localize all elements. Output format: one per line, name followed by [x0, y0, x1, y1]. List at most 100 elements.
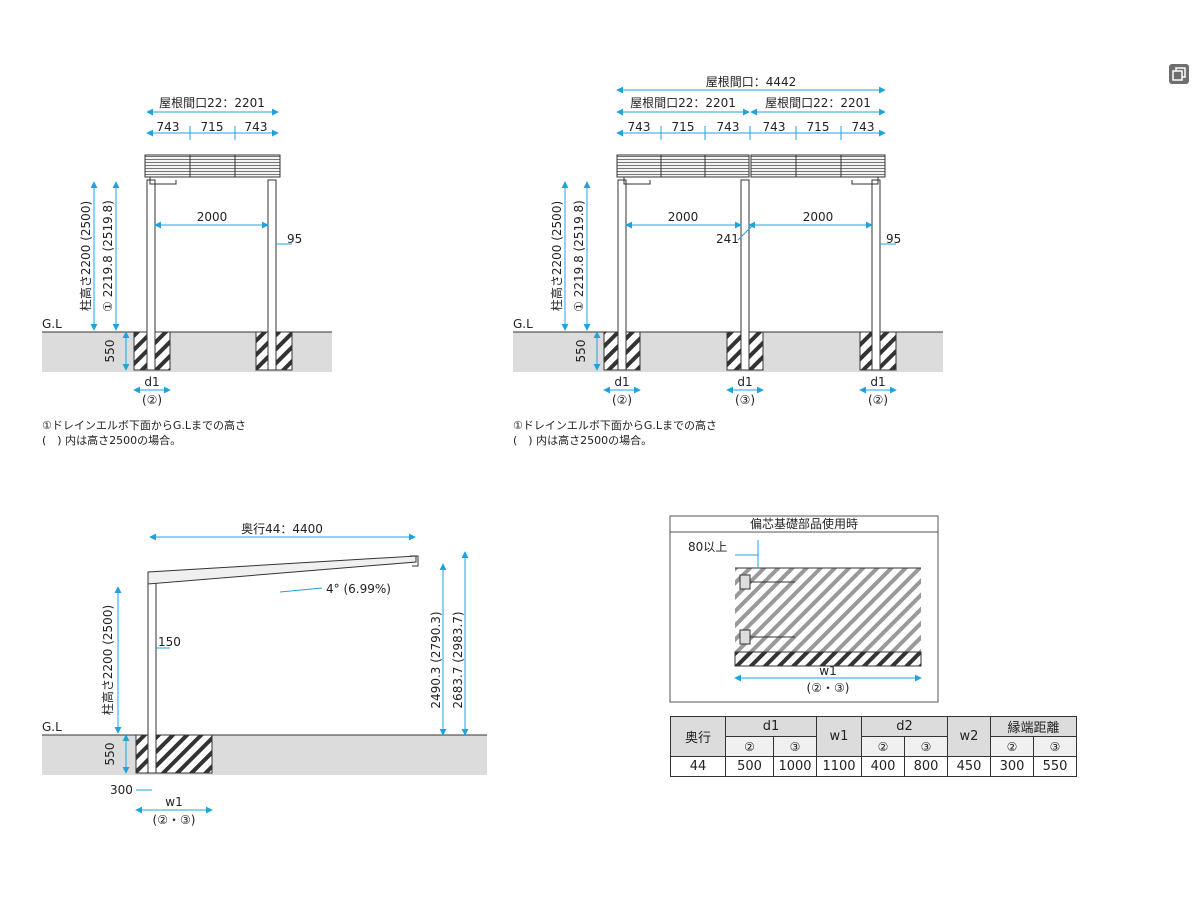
front-view-single: 屋根間口22：2201 743 715 743 2000 95 柱高さ2200 …: [42, 96, 332, 407]
dim-95-label: 95: [886, 232, 901, 246]
th-w2: w2: [947, 716, 991, 757]
table-row: 44 500 1000 1100 400 800 450 300 550: [670, 756, 1077, 777]
depth-550-label: 550: [574, 340, 588, 363]
th-depth: 奥行: [670, 716, 726, 757]
roof-width-label: 屋根間口22：2201: [630, 96, 736, 110]
cell: 1100: [816, 756, 862, 777]
roof-width-label: 屋根間口22：2201: [765, 96, 871, 110]
gl-label: G.L: [42, 720, 62, 734]
offset-foundation-inset: 偏芯基礎部品使用時 80以上 w1 (②・③): [669, 515, 939, 703]
roof-width-total-label: 屋根間口：4442: [706, 75, 797, 89]
post: [871, 179, 881, 371]
drain-height-label: ① 2219.8 (2519.8): [101, 200, 115, 312]
foundation-type-label: (②): [612, 393, 632, 407]
th-d2: d2: [861, 716, 948, 737]
gutter: [149, 177, 177, 185]
ground: [42, 735, 487, 775]
cell: 1000: [773, 756, 817, 777]
gutter: [410, 555, 419, 567]
cell: 450: [947, 756, 991, 777]
dim-150-label: 150: [158, 635, 181, 649]
foundation-type-label: (②・③): [153, 813, 196, 827]
inset-sub-label: (②・③): [807, 681, 850, 695]
seg-label: 715: [672, 120, 695, 134]
inset-title: 偏芯基礎部品使用時: [750, 516, 858, 531]
depth-550-label: 550: [103, 743, 117, 766]
bracket: [739, 629, 751, 645]
side-view: 奥行44：4400 4° (6.99%) 150 柱高さ2200 (2500) …: [42, 522, 487, 827]
dim-300-label: 300: [110, 783, 133, 797]
note-line: ①ドレインエルボ下面からG.Lまでの高さ: [42, 419, 247, 432]
post-height-label: 柱高さ2200 (2500): [100, 605, 115, 715]
d1-label: d1: [614, 375, 629, 389]
th-sub: ③: [904, 736, 948, 757]
above-80-label: 80以上: [688, 540, 727, 554]
note-right: ①ドレインエルボ下面からG.Lまでの高さ ( ) 内は高さ2500の場合。: [513, 418, 717, 448]
roof-width-label: 屋根間口22：2201: [159, 96, 265, 110]
post: [147, 576, 157, 774]
copy-icon[interactable]: [1169, 64, 1189, 84]
note-line: ①ドレインエルボ下面からG.Lまでの高さ: [513, 419, 718, 432]
dim-95-label: 95: [287, 232, 302, 246]
roof-side: [147, 555, 417, 585]
span-label: 2000: [803, 210, 834, 224]
th-sub: ②: [725, 736, 774, 757]
inset-w1-label: w1: [819, 664, 836, 678]
drain-height-label: ① 2219.8 (2519.8): [572, 200, 586, 312]
foundation: [135, 734, 213, 774]
th-sub: ②: [990, 736, 1034, 757]
th-w1: w1: [816, 716, 862, 757]
th-sub: ②: [861, 736, 905, 757]
th-sub: ③: [773, 736, 817, 757]
cell: 550: [1033, 756, 1077, 777]
seg-label: 715: [807, 120, 830, 134]
note-line: ( ) 内は高さ2500の場合。: [513, 434, 653, 447]
d1-label: d1: [144, 375, 159, 389]
foundation-type-label: (②): [868, 393, 888, 407]
post: [146, 179, 156, 371]
note-left: ①ドレインエルボ下面からG.Lまでの高さ ( ) 内は高さ2500の場合。: [42, 418, 246, 448]
seg-label: 743: [245, 120, 268, 134]
depth-550-label: 550: [103, 340, 117, 363]
post: [617, 179, 627, 371]
th-d1: d1: [725, 716, 817, 737]
span-label: 2000: [197, 210, 228, 224]
foundation-block: [735, 568, 921, 652]
seg-label: 715: [201, 120, 224, 134]
spec-table: 奥行 d1 w1 d2 w2 縁端距離 ② ③ ② ③ ② ③ 44 500 1…: [670, 716, 1077, 777]
cell: 300: [990, 756, 1034, 777]
roof-panel: [144, 154, 281, 178]
roof-panel: [616, 154, 750, 178]
dim-241-label: 241: [716, 232, 739, 246]
gl-label: G.L: [513, 317, 533, 331]
gutter: [851, 177, 879, 185]
height-2683-label: 2683.7 (2983.7): [451, 611, 465, 708]
foundation-type-label: (③): [735, 393, 755, 407]
cell: 400: [861, 756, 905, 777]
foundation-base: [734, 651, 922, 667]
bracket: [739, 574, 751, 590]
roof-panel: [750, 154, 886, 178]
depth-label: 奥行44：4400: [241, 522, 323, 536]
d1-label: d1: [870, 375, 885, 389]
foundation-type-label: (②): [142, 393, 162, 407]
post: [267, 179, 277, 371]
post-height-label: 柱高さ2200 (2500): [78, 201, 93, 311]
front-view-double: 屋根間口：4442 屋根間口22：2201 屋根間口22：2201 743 71…: [513, 75, 943, 407]
note-line: ( ) 内は高さ2500の場合。: [42, 434, 182, 447]
d1-label: d1: [737, 375, 752, 389]
seg-label: 743: [717, 120, 740, 134]
seg-label: 743: [763, 120, 786, 134]
cell: 44: [670, 756, 726, 777]
th-edge: 縁端距離: [990, 716, 1077, 737]
slope-label: 4° (6.99%): [326, 582, 391, 596]
seg-label: 743: [628, 120, 651, 134]
cell: 800: [904, 756, 948, 777]
th-sub: ③: [1033, 736, 1077, 757]
w1-label: w1: [165, 795, 182, 809]
gutter: [623, 177, 651, 185]
post-height-label: 柱高さ2200 (2500): [549, 201, 564, 311]
gl-label: G.L: [42, 317, 62, 331]
height-2490-label: 2490.3 (2790.3): [429, 611, 443, 708]
